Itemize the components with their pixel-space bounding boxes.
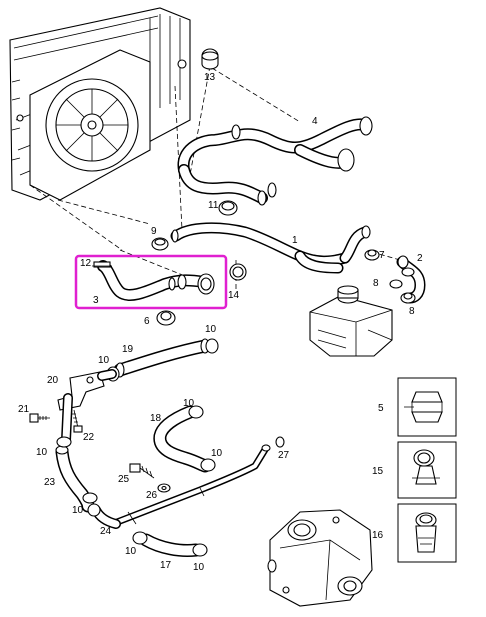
label-10-c: 10 — [36, 447, 48, 458]
label-15: 15 — [372, 466, 384, 477]
hose-1 — [170, 222, 371, 274]
clamp-8-lower — [400, 292, 416, 304]
hose-23 — [55, 445, 95, 513]
clamp-7 — [364, 249, 380, 261]
label-25: 25 — [118, 474, 130, 485]
label-23: 23 — [44, 477, 56, 488]
clamp-10-f — [200, 458, 216, 472]
clamp-10-e — [188, 405, 204, 419]
label-10-g: 10 — [125, 546, 137, 557]
label-1: 1 — [292, 235, 298, 246]
highlighted-hose-3-box — [74, 254, 228, 310]
clip-detail-15 — [397, 441, 457, 499]
hose-17 — [139, 533, 203, 557]
o-ring-27 — [275, 436, 285, 448]
clamp-10-d — [82, 492, 98, 504]
label-10-d: 10 — [72, 505, 84, 516]
label-16: 16 — [372, 530, 384, 541]
bolt-25 — [129, 463, 155, 479]
label-20: 20 — [47, 375, 59, 386]
callout-labels: 1 2 3 4 5 6 7 8 8 9 10 10 10 10 10 10 10… — [18, 72, 423, 573]
label-10-a: 10 — [205, 324, 217, 335]
label-24: 24 — [100, 526, 112, 537]
bracket-20 — [57, 369, 117, 445]
label-8-upper: 8 — [373, 278, 379, 289]
label-18: 18 — [150, 413, 162, 424]
label-10-f: 10 — [211, 448, 223, 459]
label-17: 17 — [160, 560, 172, 571]
label-8-lower: 8 — [409, 306, 415, 317]
hose-18 — [153, 405, 212, 473]
clip-detail-5 — [397, 377, 457, 437]
label-10-e: 10 — [183, 398, 195, 409]
bolt-22 — [72, 409, 83, 433]
radiator-fan-assembly — [9, 7, 191, 201]
hose-4 — [177, 116, 373, 206]
clamp-10-h — [132, 531, 148, 545]
clamp-11 — [218, 200, 238, 216]
label-6: 6 — [144, 316, 150, 327]
label-22: 22 — [83, 432, 95, 443]
thermostat-housing — [267, 509, 373, 607]
clamp-14 — [229, 263, 247, 281]
label-2: 2 — [417, 253, 423, 264]
clamp-10-a — [205, 338, 219, 354]
label-9: 9 — [151, 226, 157, 237]
label-4: 4 — [312, 116, 318, 127]
expansion-tank — [309, 285, 393, 357]
label-13: 13 — [204, 72, 216, 83]
label-26: 26 — [146, 490, 158, 501]
label-27: 27 — [278, 450, 290, 461]
label-10-h: 10 — [193, 562, 205, 573]
label-14: 14 — [228, 290, 240, 301]
clamp-10-c — [56, 436, 72, 448]
bolt-21 — [29, 413, 50, 423]
label-12: 12 — [80, 258, 92, 269]
clamp-6 — [156, 310, 176, 326]
label-11: 11 — [208, 200, 219, 211]
label-10-b: 10 — [98, 355, 110, 366]
washer-26 — [157, 483, 171, 493]
clamp-9 — [151, 237, 169, 251]
clamp-13 — [201, 48, 219, 70]
label-5: 5 — [378, 403, 384, 414]
label-3: 3 — [93, 295, 99, 306]
clamp-10-g — [87, 503, 101, 517]
label-21: 21 — [18, 404, 30, 415]
clamp-8-upper — [389, 279, 403, 289]
clamp-10-i — [192, 543, 208, 557]
label-7: 7 — [379, 250, 385, 261]
clip-detail-16 — [397, 503, 457, 563]
hose-19 — [113, 338, 212, 378]
label-19: 19 — [122, 344, 134, 355]
